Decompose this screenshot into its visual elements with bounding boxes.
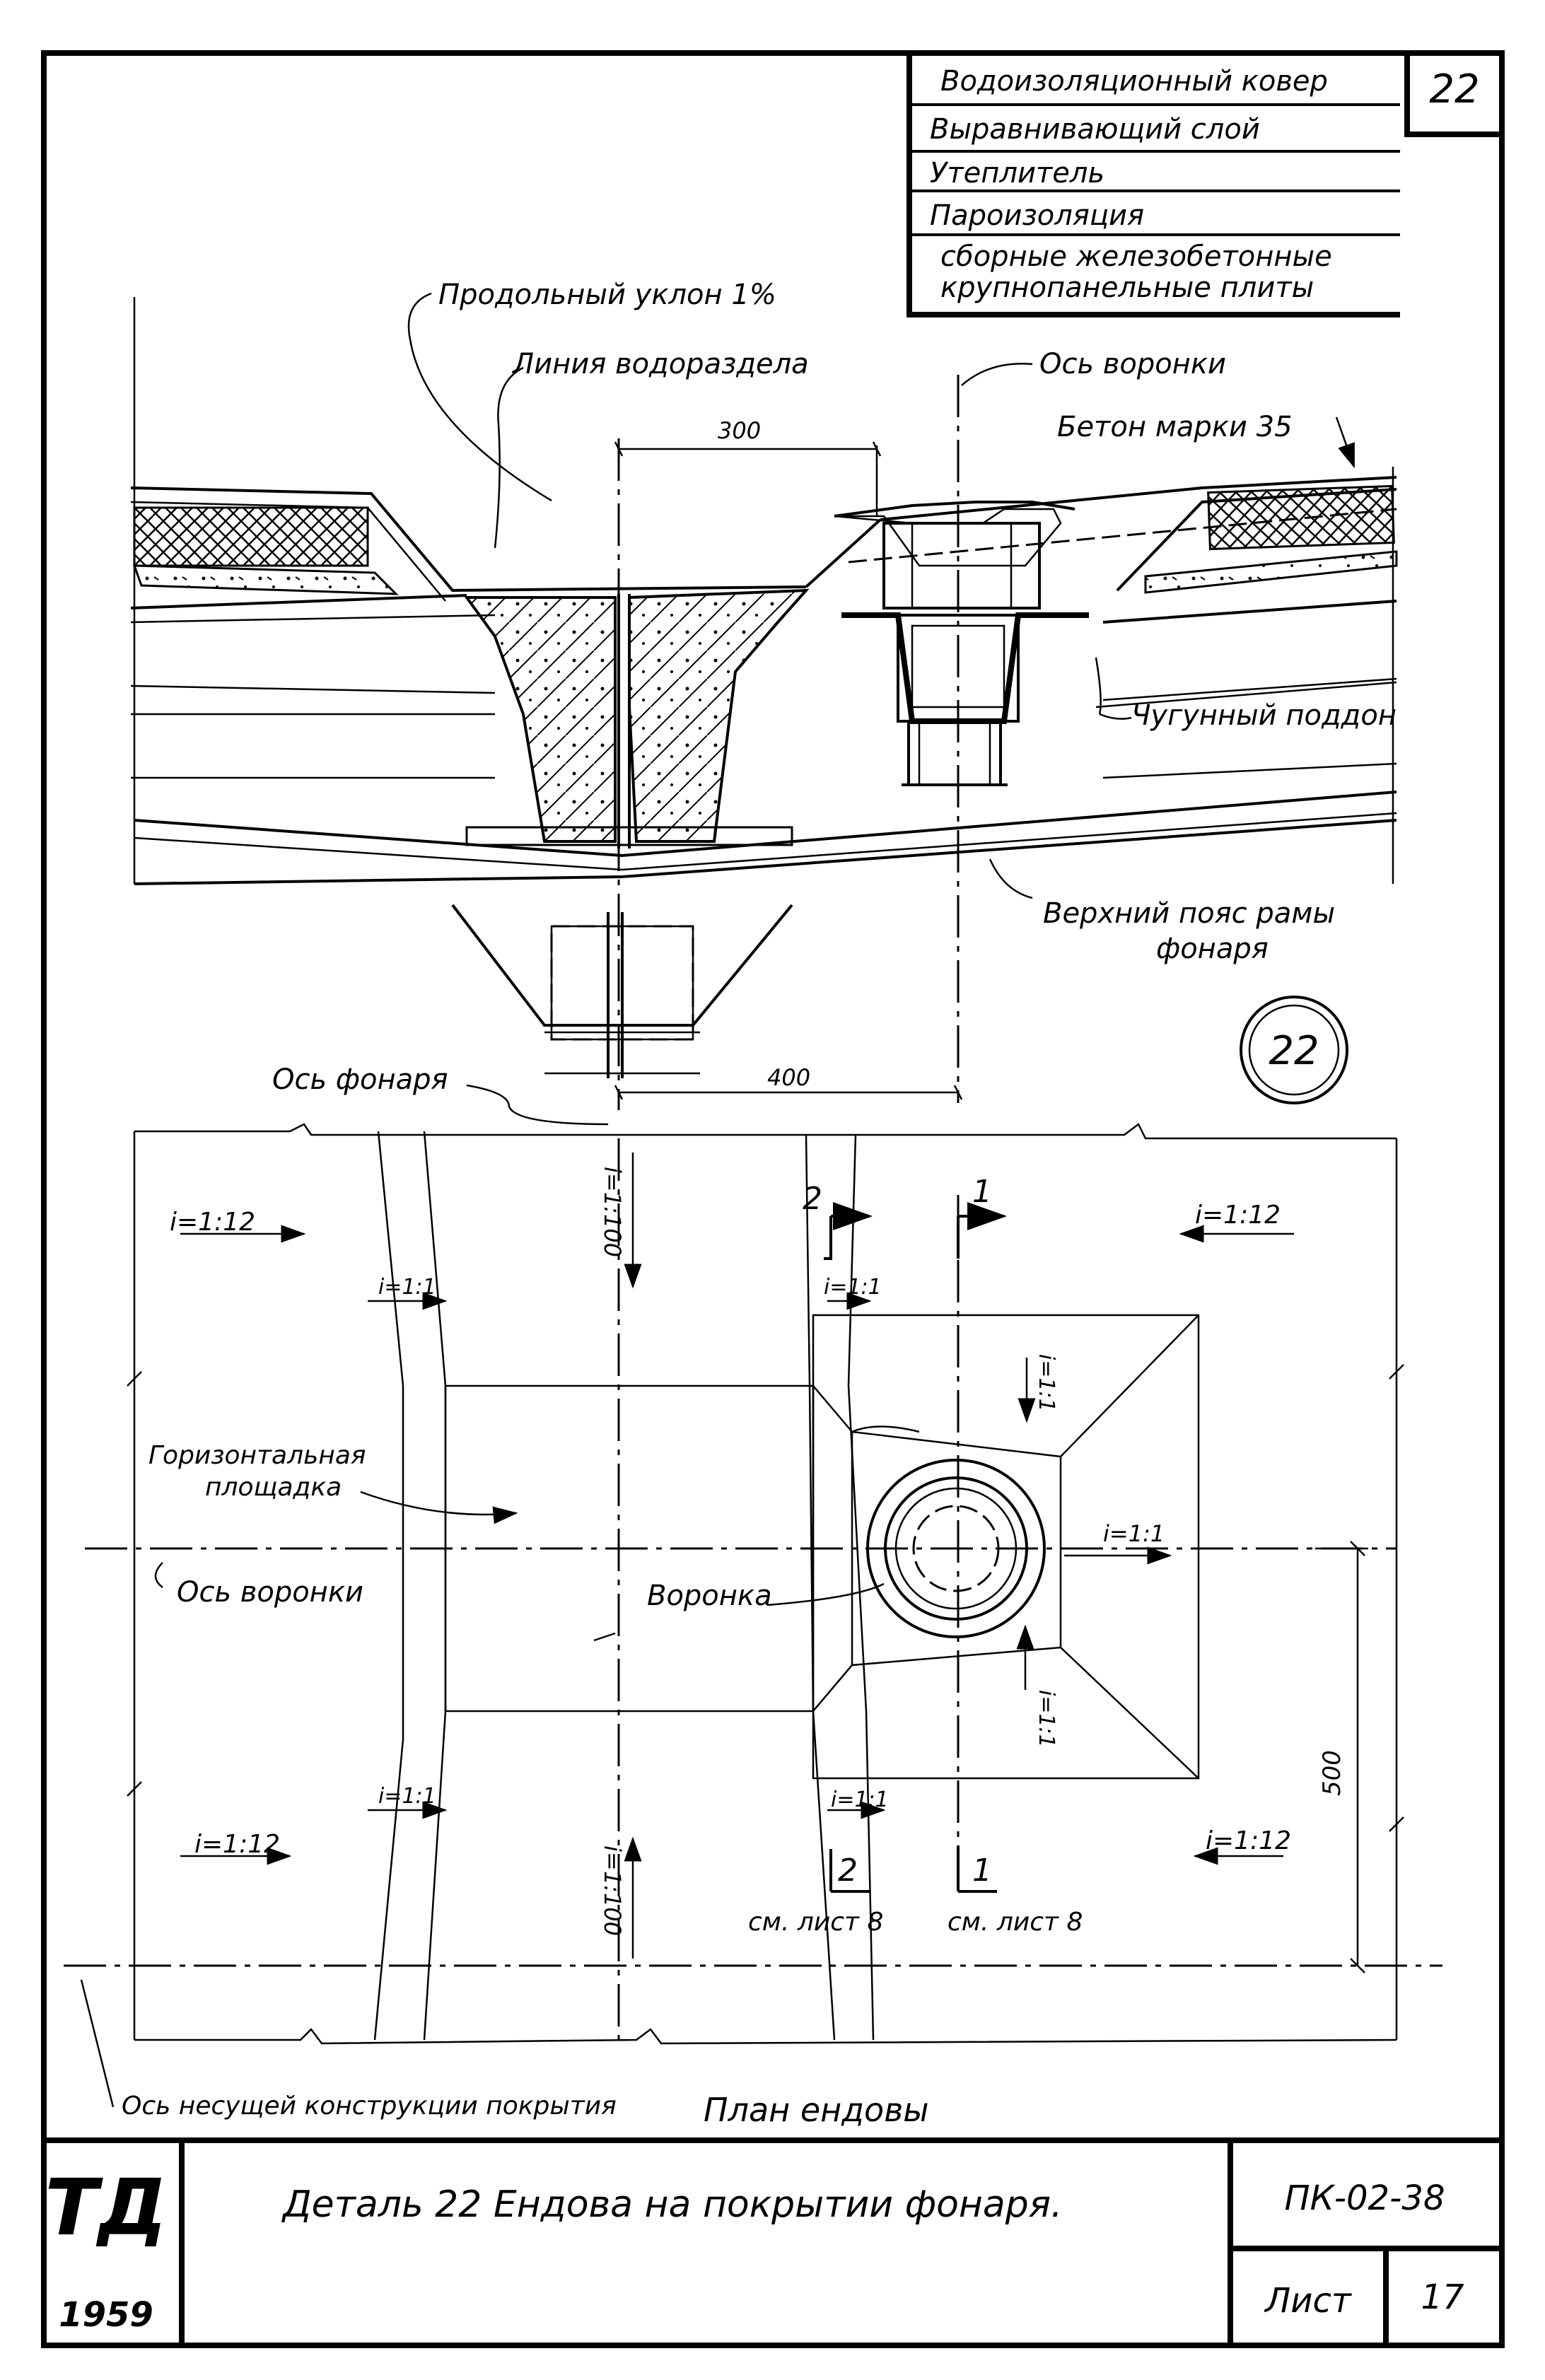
plan-slope-tl: i=1:12 bbox=[170, 1208, 255, 1237]
plan-slope-strip-bl: i=1:1 bbox=[378, 1784, 436, 1809]
plan-slope-100-bottom: i=1:100 bbox=[599, 1845, 626, 1936]
cut-2-bottom: 2 bbox=[838, 1853, 858, 1889]
plan-slope-funnel-bottom: i=1:1 bbox=[1034, 1690, 1059, 1748]
lantern-axis-label: Ось фонаря bbox=[272, 1063, 448, 1096]
plan-slope-tr: i=1:12 bbox=[1195, 1201, 1281, 1230]
year-label: 1959 bbox=[59, 2295, 153, 2335]
plan-slope-funnel-top: i=1:1 bbox=[1034, 1354, 1059, 1412]
funnel-axis-label-section: Ось воронки bbox=[1039, 348, 1226, 380]
plan-slope-strip-br: i=1:1 bbox=[831, 1787, 889, 1812]
platform-label-1: Горизонтальная bbox=[148, 1441, 366, 1470]
plan-drawing bbox=[64, 1123, 1442, 2108]
section-drawing bbox=[130, 292, 1398, 1126]
plan-slope-bl: i=1:12 bbox=[194, 1830, 280, 1859]
slope-label: Продольный уклон 1% bbox=[438, 279, 776, 311]
sheet-frame bbox=[41, 50, 1505, 2348]
funnel-axis-label-plan: Ось воронки bbox=[177, 1576, 363, 1609]
chord-label-2: фонаря bbox=[1156, 933, 1269, 965]
dim-400-label: 400 bbox=[767, 1064, 810, 1091]
logo-td: ТД bbox=[45, 2162, 167, 2253]
ref-sheet-8-a: см. лист 8 bbox=[748, 1908, 883, 1937]
layer-label-insulation: Утеплитель bbox=[930, 157, 1104, 189]
sheet-number: 17 bbox=[1421, 2277, 1464, 2317]
cut-1-top: 1 bbox=[972, 1174, 992, 1210]
plan-slope-funnel-right: i=1:1 bbox=[1103, 1520, 1165, 1547]
plan-slope-strip-tr: i=1:1 bbox=[824, 1275, 882, 1300]
watershed-label: Линия водораздела bbox=[511, 348, 809, 380]
plan-slope-100-top: i=1:100 bbox=[599, 1167, 626, 1257]
cut-1-bottom: 1 bbox=[972, 1853, 992, 1889]
bearing-axis-label: Ось несущей конструкции покрытия bbox=[122, 2092, 617, 2121]
drawing-title: Деталь 22 Ендова на покрытии фонаря. bbox=[281, 2183, 1063, 2226]
ref-sheet-8-b: см. лист 8 bbox=[948, 1908, 1083, 1937]
dim-500-label: 500 bbox=[1318, 1750, 1346, 1796]
plan-title: План ендовы bbox=[704, 2091, 929, 2129]
dim-300-label: 300 bbox=[718, 417, 761, 444]
pan-label: Чугунный поддон bbox=[1131, 699, 1397, 732]
layer-label-leveling: Выравнивающий слой bbox=[930, 113, 1260, 146]
plan-slope-br: i=1:12 bbox=[1206, 1826, 1291, 1855]
detail-marker: 22 bbox=[1269, 1028, 1319, 1074]
chord-label-1: Верхний пояс рамы bbox=[1043, 897, 1335, 930]
concrete-label: Бетон марки 35 bbox=[1057, 411, 1293, 443]
sheet-label: Лист bbox=[1264, 2281, 1353, 2321]
cut-2-top: 2 bbox=[803, 1181, 822, 1217]
plan-slope-strip-tl: i=1:1 bbox=[378, 1275, 436, 1300]
layer-label-membrane: Водоизоляционный ковер bbox=[940, 65, 1328, 98]
layer-label-slabs-1: сборные железобетонные bbox=[940, 240, 1332, 273]
layer-label-slabs-2: крупнопанельные плиты bbox=[940, 272, 1314, 304]
layer-legend-table bbox=[906, 50, 1505, 317]
sheet-number-top: 22 bbox=[1429, 66, 1479, 112]
drawing-code: ПК-02-38 bbox=[1285, 2178, 1445, 2218]
platform-label-2: площадка bbox=[205, 1473, 342, 1502]
funnel-label: Воронка bbox=[647, 1580, 772, 1612]
layer-label-vapor-barrier: Пароизоляция bbox=[930, 199, 1144, 232]
